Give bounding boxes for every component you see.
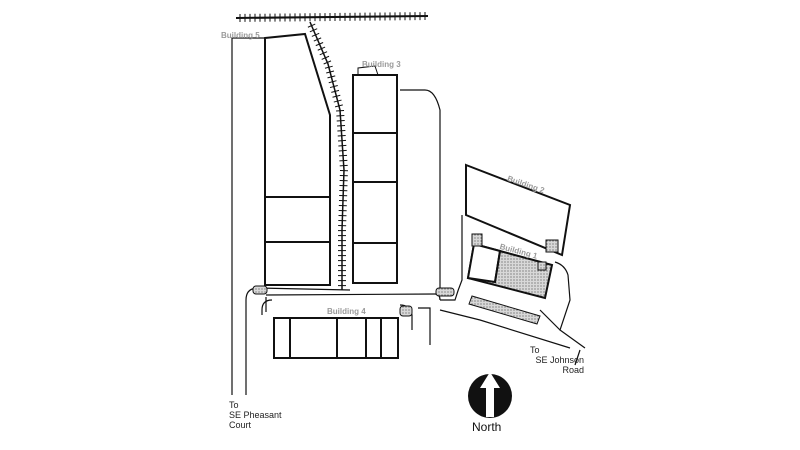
johnson-road-label: To SE Johnson Road [530, 345, 584, 375]
pheasant-court-label: To SE Pheasant Court [229, 400, 282, 430]
johnson-line-3: Road [562, 365, 584, 375]
johnson-line-1: To [530, 345, 540, 355]
building-5-shape [264, 32, 331, 286]
pheasant-line-1: To [229, 400, 239, 410]
building-3-shape [352, 65, 398, 284]
pheasant-line-2: SE Pheasant [229, 410, 282, 420]
building-2-shape [465, 163, 572, 257]
building-5-label: Building 5 [221, 31, 260, 40]
johnson-line-2: SE Johnson [535, 355, 584, 365]
railroad-spur [307, 21, 348, 290]
building-1-shape [466, 242, 554, 300]
pheasant-line-3: Court [229, 420, 252, 430]
building-4-shape [273, 317, 399, 359]
hatched-areas [252, 233, 559, 325]
building-4-label: Building 4 [327, 307, 366, 316]
north-label: North [472, 420, 502, 434]
building-3-label: Building 3 [362, 60, 401, 69]
railroad-track [235, 12, 429, 22]
north-arrow-icon [468, 372, 512, 418]
